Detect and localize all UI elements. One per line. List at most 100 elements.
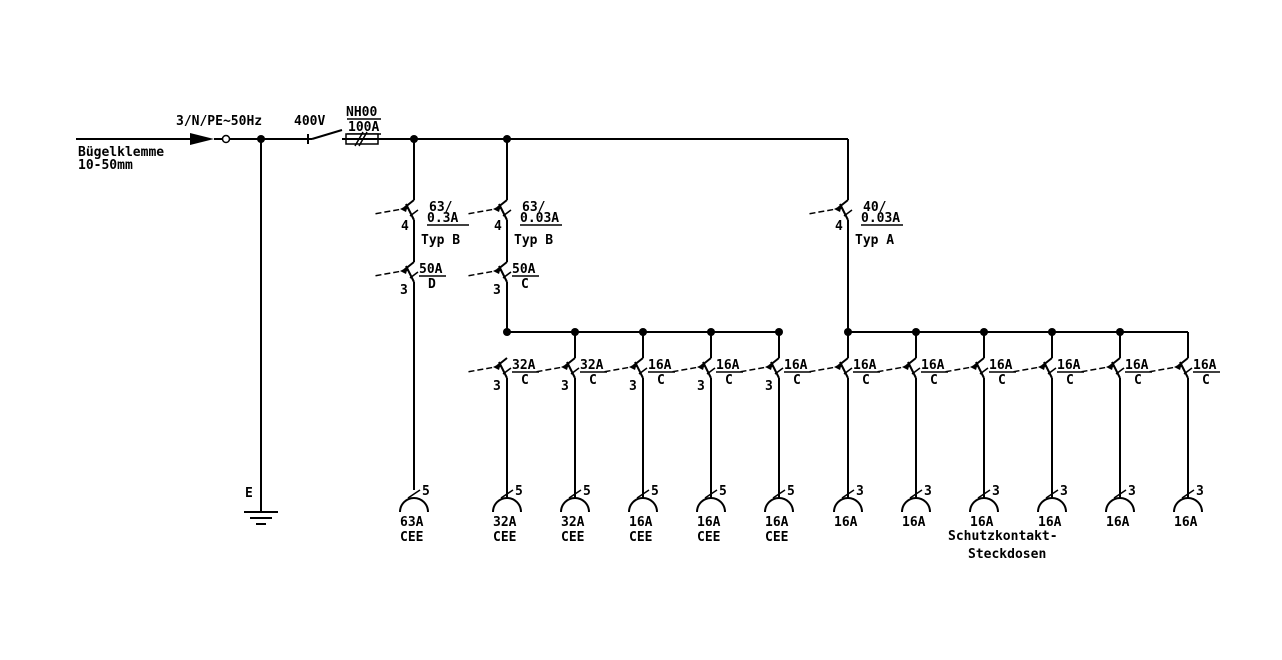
mcb-poles: 3 (629, 379, 637, 394)
schuko-note-line-2: Steckdosen (968, 547, 1046, 562)
socket-rating: 16A (834, 515, 858, 530)
socket-type: CEE (765, 530, 788, 545)
mcb-poles: 3 (493, 283, 501, 298)
mcb-curve: C (521, 277, 529, 292)
socket-poles: 3 (992, 484, 1000, 499)
rcd-rating: 63/ (429, 200, 453, 215)
socket-poles: 5 (787, 484, 795, 499)
socket-poles: 3 (1128, 484, 1136, 499)
rcd-rating: 40/ (863, 200, 887, 215)
socket-rating: 63A (400, 515, 424, 530)
terminal-label: Bügelklemme (78, 145, 164, 160)
mcb-rating: 16A (989, 358, 1013, 373)
mcb-curve: C (521, 373, 529, 388)
rcd-poles: 4 (494, 219, 502, 234)
rcd-rating: 63/ (522, 200, 546, 215)
socket-type: CEE (561, 530, 584, 545)
socket-poles: 5 (422, 484, 430, 499)
wiring (413, 139, 1188, 490)
rcd-sensitivity: 0.3A (427, 211, 458, 226)
mcb-curve: D (428, 277, 436, 292)
socket-type: CEE (400, 530, 423, 545)
system-label: 3/N/PE~50Hz (176, 114, 262, 129)
supply-arrow-icon (190, 133, 214, 145)
mcb-rating: 16A (648, 358, 672, 373)
socket-poles: 3 (924, 484, 932, 499)
rcd-poles: 4 (835, 219, 843, 234)
mcb-poles: 3 (493, 379, 501, 394)
supply-section: Bügelklemme 10-50mm 3/N/PE~50Hz 400V NH0… (76, 105, 849, 525)
mcb-rating: 32A (580, 358, 604, 373)
socket-type: CEE (697, 530, 720, 545)
mcb-curve: C (998, 373, 1006, 388)
fuse-rating-label: 100A (348, 120, 379, 135)
mcb-rating: 50A (512, 262, 536, 277)
socket-poles: 3 (1196, 484, 1204, 499)
mcb-rating: 16A (716, 358, 740, 373)
mcb-curve: C (930, 373, 938, 388)
mcb-rating: 32A (512, 358, 536, 373)
mcb-curve: C (1134, 373, 1142, 388)
socket-7-icon: 3 16A (833, 484, 864, 530)
main-switch-icon (307, 129, 346, 144)
mcb-rating: 16A (1193, 358, 1217, 373)
socket-poles: 5 (719, 484, 727, 499)
socket-rating: 16A (902, 515, 926, 530)
socket-poles: 5 (583, 484, 591, 499)
terminal-icon (221, 134, 231, 144)
rcd-type: Typ B (514, 233, 553, 248)
socket-type: CEE (629, 530, 652, 545)
socket-rating: 32A (493, 515, 517, 530)
socket-8-icon: 3 16A (901, 484, 932, 530)
socket-poles: 5 (515, 484, 523, 499)
terminal-size: 10-50mm (78, 158, 133, 173)
schuko-note-line-1: Schutzkontakt- (948, 529, 1058, 544)
mcb-rating: 16A (921, 358, 945, 373)
mcb-poles: 3 (400, 283, 408, 298)
socket-poles: 3 (1060, 484, 1068, 499)
socket-rating: 16A (1106, 515, 1130, 530)
socket-poles: 3 (856, 484, 864, 499)
voltage-label: 400V (294, 114, 325, 129)
socket-rating: 16A (1174, 515, 1198, 530)
mcb-curve: C (657, 373, 665, 388)
mcb-rating: 16A (784, 358, 808, 373)
mcb-poles: 3 (765, 379, 773, 394)
socket-rating: 16A (1038, 515, 1062, 530)
mcb-rating: 16A (1125, 358, 1149, 373)
socket-rating: 16A (765, 515, 789, 530)
fuse-type-label: NH00 (346, 105, 377, 120)
mcb-rating: 50A (419, 262, 443, 277)
mcb-rating: 16A (1057, 358, 1081, 373)
mcb-curve: C (793, 373, 801, 388)
earth-label: E (245, 486, 253, 501)
socket-poles: 5 (651, 484, 659, 499)
rcd-type: Typ A (855, 233, 894, 248)
socket-12-icon: 3 16A (1173, 484, 1204, 530)
mcb-curve: C (1066, 373, 1074, 388)
mcb-curve: C (589, 373, 597, 388)
socket-rating: 32A (561, 515, 585, 530)
